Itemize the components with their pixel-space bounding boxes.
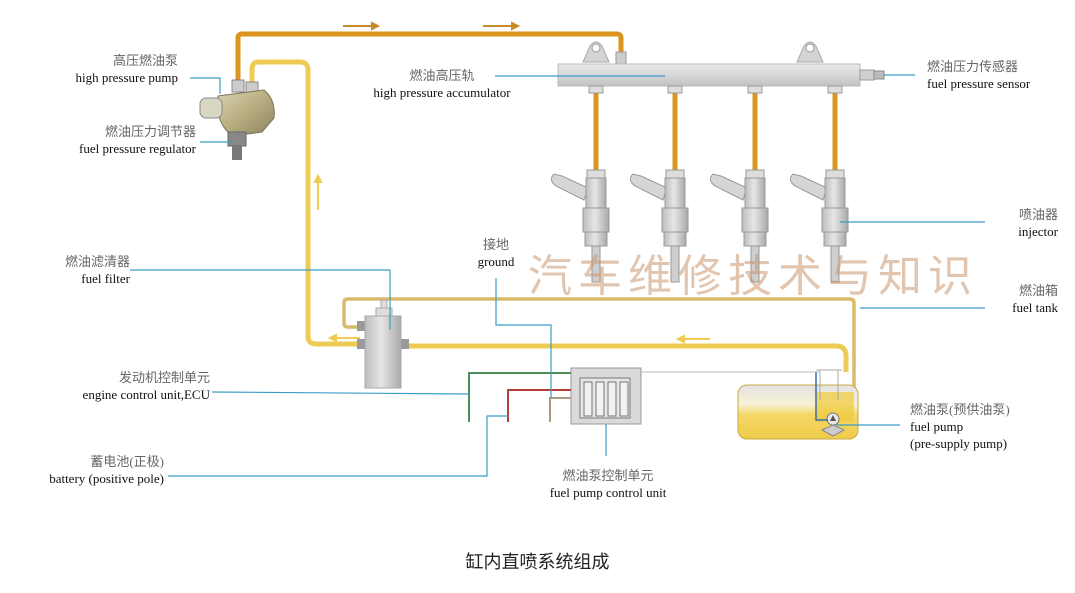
fuel-pump-control-unit-body [570,367,820,425]
wire-tan-ground [549,397,571,422]
label-ecu: 发动机控制单元 engine control unit,ECU [20,369,210,403]
label-en: engine control unit,ECU [82,387,210,402]
flow-arrow-right-1 [343,21,381,31]
label-high-pressure-pump: 高压燃油泵 high pressure pump [40,52,178,86]
flow-arrow-right-2 [483,21,521,31]
flow-arrow-up [313,173,323,210]
leader-ecu [211,391,470,395]
label-injector: 喷油器 injector [990,206,1058,240]
leader-battery [168,415,508,477]
label-fuel-filter: 燃油滤清器 fuel filter [20,253,130,287]
label-en: fuel pressure regulator [79,141,196,156]
label-en-secondary: (pre-supply pump) [910,436,1008,451]
label-zh: 燃油泵控制单元 [562,468,654,483]
tank-to-filter-line [404,343,849,372]
label-en: battery (positive pole) [49,471,164,486]
label-zh: 燃油压力传感器 [927,59,1019,74]
label-zh: 燃油压力调节器 [104,124,196,139]
leader-fuel-filter [130,269,391,330]
injector-feed-pipes [593,92,838,172]
injector-2 [629,169,689,283]
label-zh: 发动机控制单元 [118,370,210,385]
label-en: fuel pressure sensor [927,76,1031,91]
label-zh: 喷油器 [1018,207,1058,222]
label-en: fuel filter [81,271,130,286]
label-zh: 蓄电池(正极) [90,454,164,469]
leader-ground [495,278,552,398]
label-zh: 高压燃油泵 [112,53,178,68]
figure-caption: 缸内直喷系统组成 [465,552,610,573]
wire-green-ecu [468,372,571,422]
injector-1 [550,169,610,283]
label-fuel-pressure-sensor: 燃油压力传感器 fuel pressure sensor [927,58,1030,92]
leader-high-pressure-pump [190,77,221,94]
label-fuel-pump-control-unit: 燃油泵控制单元 fuel pump control unit [526,467,690,501]
injector-4 [789,169,849,283]
wire-red-battery [507,389,571,422]
label-en: high pressure accumulator [373,85,511,100]
label-zh: 燃油滤清器 [64,254,130,269]
flow-arrow-left-1 [327,333,360,343]
low-pressure-feed-line [249,59,362,347]
label-fuel-tank: 燃油箱 fuel tank [990,282,1058,316]
label-ground: 接地 ground [466,236,526,270]
label-en: injector [1018,224,1058,239]
label-en: fuel pump [910,419,964,434]
label-high-pressure-accumulator: 燃油高压轨 high pressure accumulator [352,67,532,101]
high-pressure-accumulator-rail [557,41,885,87]
watermark-text: 汽车维修技术与知识 [528,251,978,302]
injector-3 [709,169,769,283]
label-fuel-pump: 燃油泵(预供油泵) fuel pump (pre-supply pump) [910,401,1010,452]
flow-arrow-left-2 [675,334,710,344]
label-en: high pressure pump [75,70,178,85]
fuel-filter-body [357,299,409,389]
fuel-tank-body [737,369,859,440]
label-en: fuel pump control unit [549,485,667,500]
label-en: ground [477,254,515,269]
label-en: fuel tank [1012,300,1058,315]
high-pressure-pump-body [199,79,275,160]
return-line [342,297,856,400]
label-zh: 燃油箱 [1018,283,1058,298]
label-fuel-pressure-regulator: 燃油压力调节器 fuel pressure regulator [30,123,196,157]
label-zh: 燃油高压轨 [409,68,475,83]
label-zh: 燃油泵(预供油泵) [910,402,1010,417]
label-battery: 蓄电池(正极) battery (positive pole) [10,453,164,487]
label-zh: 接地 [482,237,509,252]
high-pressure-line [235,31,624,82]
